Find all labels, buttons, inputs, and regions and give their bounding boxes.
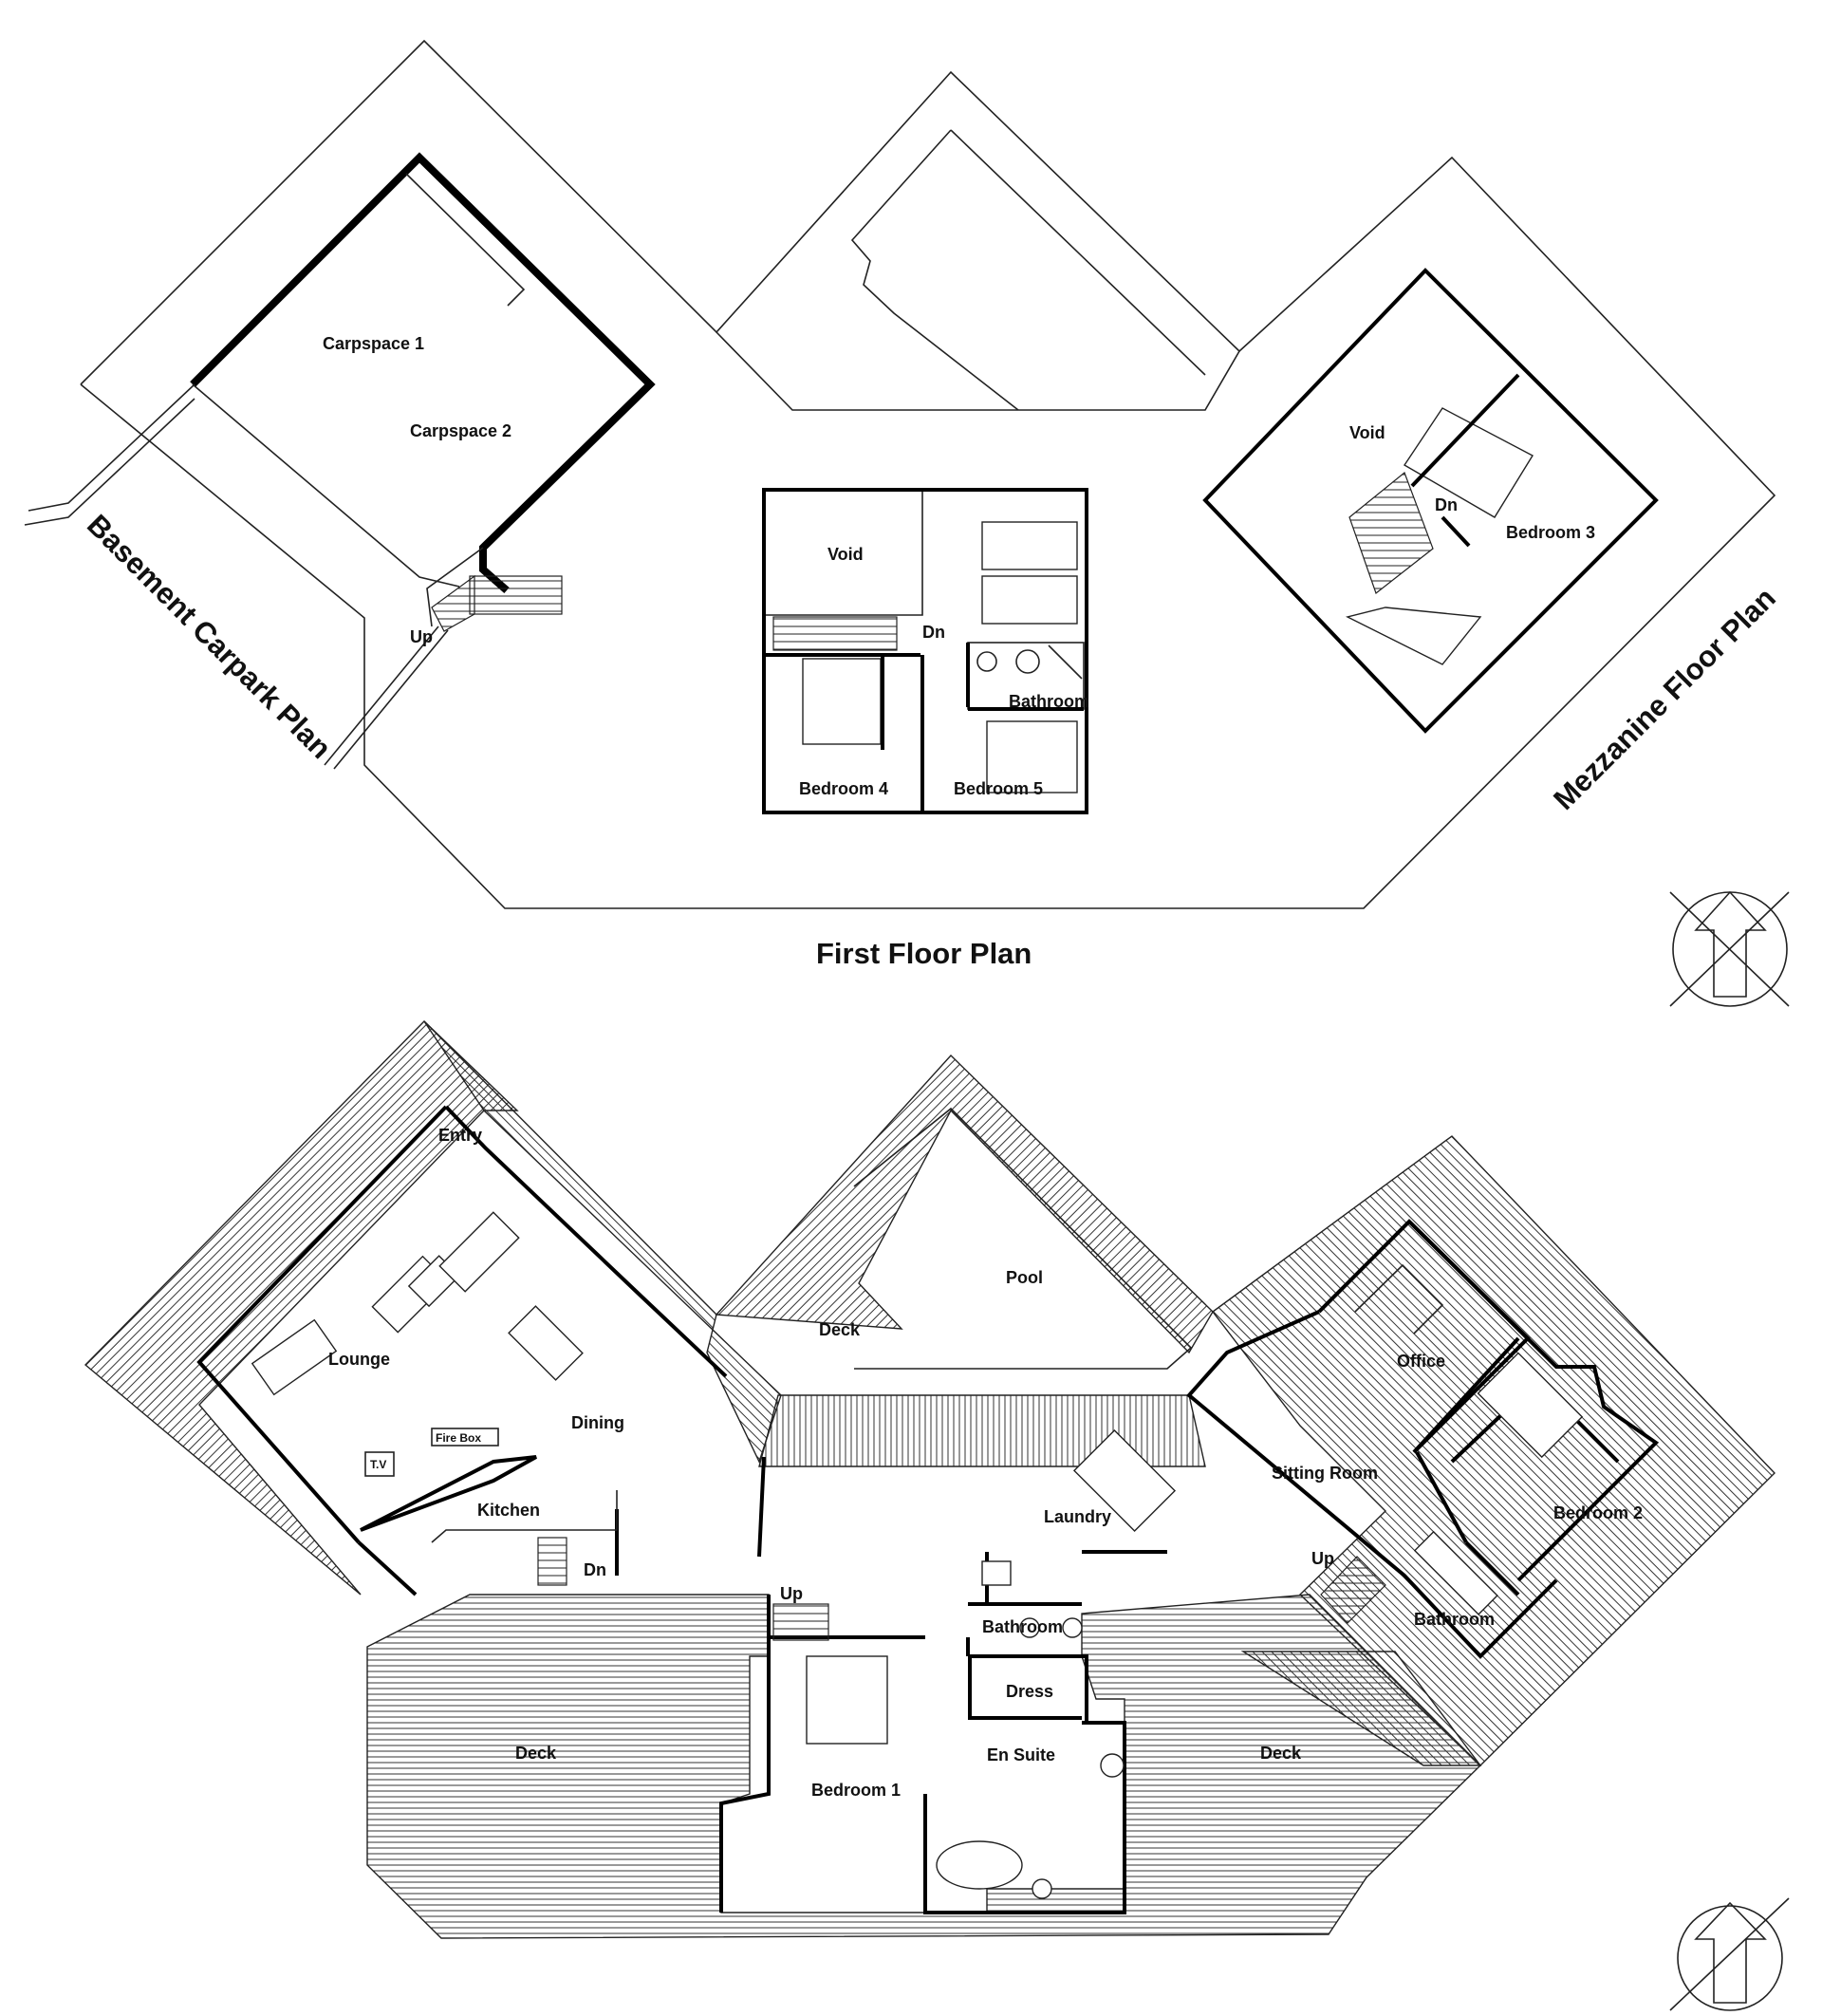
- mezzanine-plan-title: Mezzanine Floor Plan: [1547, 581, 1782, 816]
- north-arrow-icon: [1669, 890, 1790, 1007]
- kitchen-dn-label: Dn: [584, 1560, 606, 1579]
- bedroom-3-label: Bedroom 3: [1506, 523, 1595, 542]
- sitting-room-label: Sitting Room: [1272, 1464, 1378, 1483]
- office-label: Office: [1397, 1352, 1445, 1371]
- ground-furniture: [251, 1211, 1584, 1899]
- up-right-label: Up: [1311, 1549, 1334, 1568]
- kitchen-label: Kitchen: [477, 1501, 540, 1520]
- basement-carpark: [24, 152, 656, 770]
- deck-right-label: Deck: [1260, 1744, 1302, 1763]
- carspace-1-label: Carpspace 1: [323, 334, 424, 353]
- fire-box-label: Fire Box: [436, 1431, 481, 1445]
- bedroom-5-label: Bedroom 5: [954, 779, 1043, 798]
- entry-label: Entry: [438, 1126, 482, 1145]
- pool-area: [853, 1107, 1193, 1370]
- mezz-void-label: Void: [1349, 423, 1385, 442]
- laundry-label: Laundry: [1044, 1507, 1111, 1526]
- upper-site-outline: [80, 39, 1776, 909]
- mezzanine-block: [1202, 268, 1659, 734]
- bedroom-2-label: Bedroom 2: [1553, 1503, 1643, 1522]
- en-suite-label: En Suite: [987, 1745, 1055, 1764]
- basement-up-label: Up: [410, 627, 433, 646]
- deck-left-label: Deck: [515, 1744, 557, 1763]
- lounge-label: Lounge: [328, 1350, 390, 1369]
- bathroom-right-label: Bathroom: [1414, 1610, 1495, 1629]
- dress-label: Dress: [1006, 1682, 1053, 1701]
- bathroom-center-label: Bathroom: [982, 1617, 1063, 1636]
- basement-plan-title: Basement Carpark Plan: [81, 508, 338, 765]
- first-dn-label: Dn: [922, 623, 945, 642]
- pool-label: Pool: [1006, 1268, 1043, 1287]
- north-arrow-icon-lower: [1669, 1897, 1790, 2011]
- carspace-2-label: Carpspace 2: [410, 421, 511, 440]
- first-floor-block: [762, 488, 1088, 814]
- bedroom-4-label: Bedroom 4: [799, 779, 888, 798]
- bedroom-1-label: Bedroom 1: [811, 1781, 901, 1800]
- first-void-label: Void: [827, 545, 864, 564]
- dining-label: Dining: [571, 1413, 624, 1432]
- tv-label: T.V: [370, 1458, 386, 1471]
- mezz-dn-label: Dn: [1435, 495, 1458, 514]
- up-center-label: Up: [780, 1584, 803, 1603]
- first-bathroom-label: Bathroom: [1009, 692, 1089, 711]
- pool-deck-label: Deck: [819, 1320, 861, 1339]
- basement-stair: [469, 575, 563, 615]
- ground-decks: [84, 1020, 1776, 1939]
- first-floor-plan-title: First Floor Plan: [816, 937, 1032, 970]
